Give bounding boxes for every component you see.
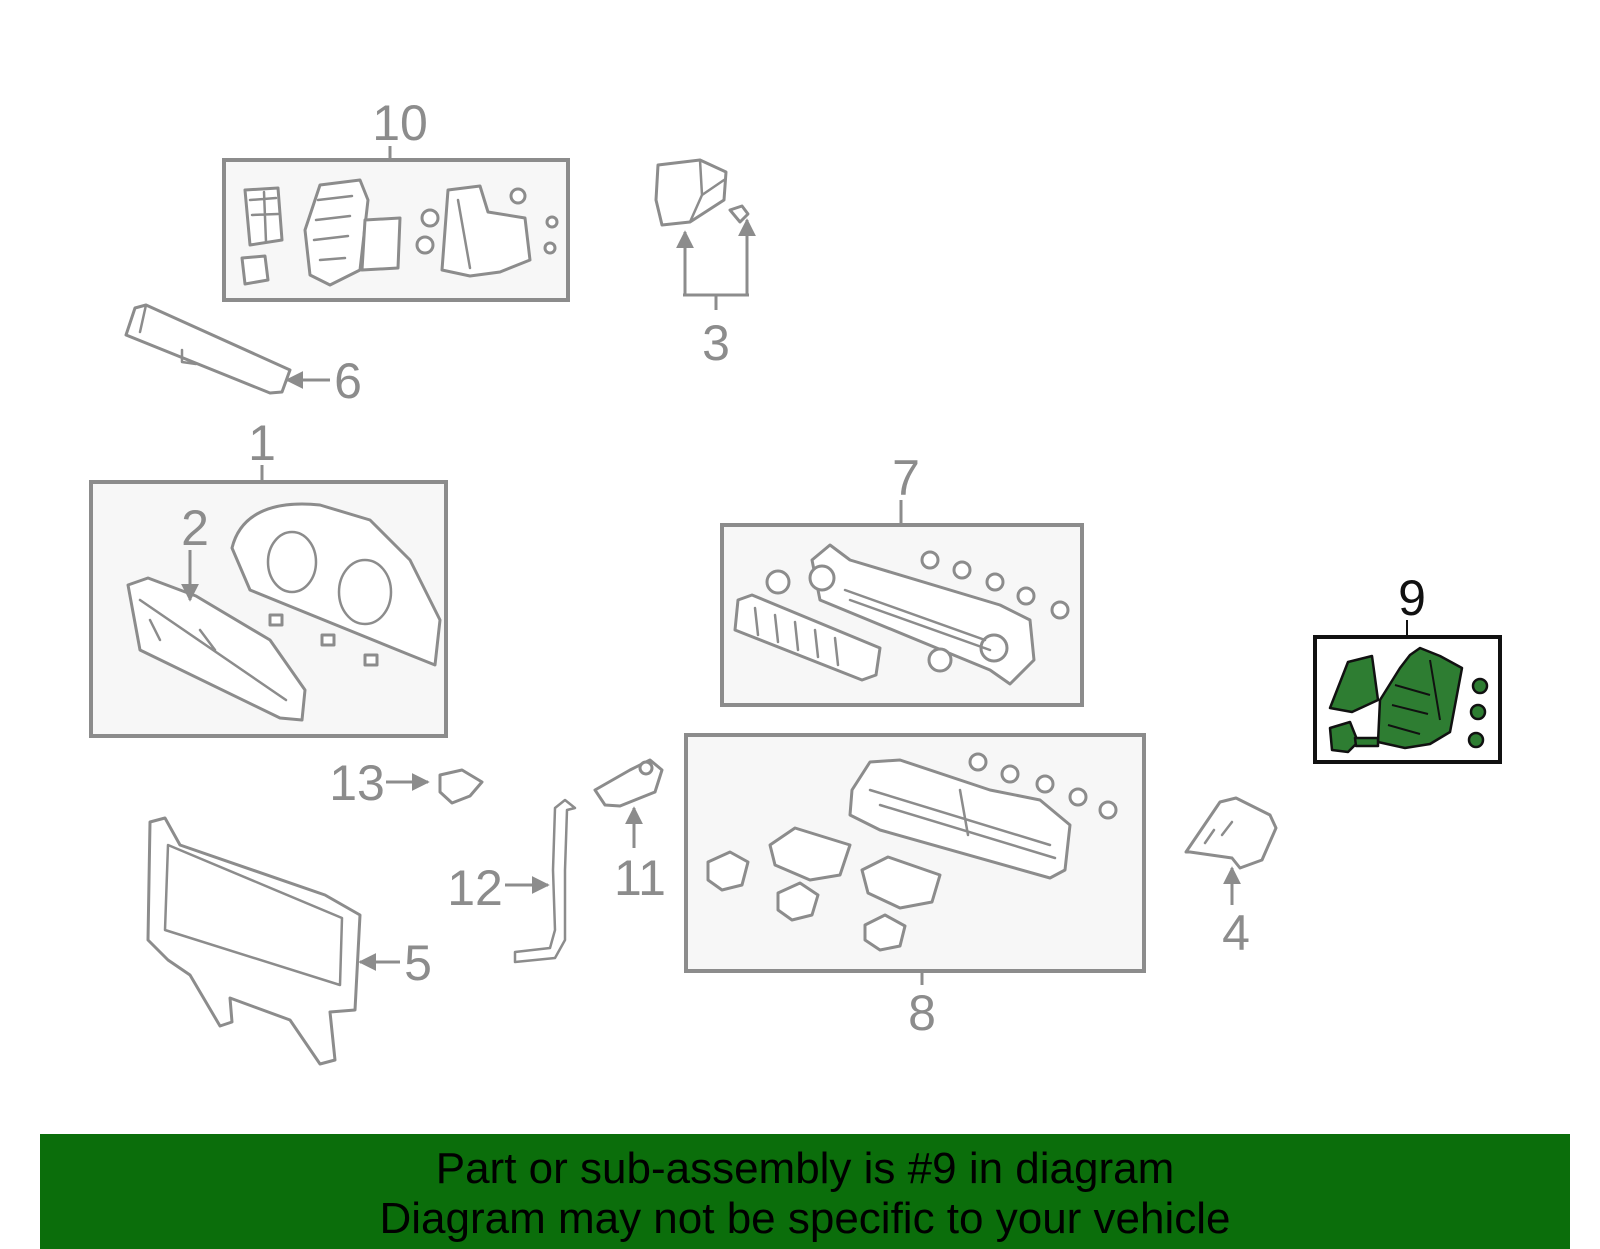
part-group-7[interactable]: 7 [720,450,1084,707]
meter-bezel-drawing [146,816,362,1066]
part-group-6[interactable]: 6 [124,303,362,409]
instrument-cluster-drawing [126,502,442,722]
callout-9: 9 [1398,570,1426,626]
part-group-9[interactable]: 9 [1313,570,1502,764]
callout-7: 7 [892,450,920,506]
part-group-11[interactable]: 11 [593,758,666,906]
part-group-1[interactable]: 1 [89,415,448,738]
small-switch-drawing [654,158,750,227]
switch-assembly-drawing [240,178,559,287]
small-clip-drawing [438,768,484,805]
callout-11: 11 [614,850,666,906]
banner-line-part-number: Part or sub-assembly is #9 in diagram [435,1144,1175,1193]
aspirator-hose-drawing [513,798,577,964]
callout-5: 5 [404,935,432,991]
callout-13: 13 [329,755,385,811]
part-group-4[interactable]: 4 [1184,796,1278,961]
banner-line-disclaimer: Diagram may not be specific to your vehi… [379,1194,1231,1243]
climate-panel-drawing [733,543,1070,686]
callout-6: 6 [334,353,362,409]
part-group-5[interactable]: 5 [146,816,432,1066]
callout-8: 8 [908,985,936,1041]
part-group-8[interactable]: 8 [684,733,1146,1041]
switch-cover-drawing [1184,796,1278,870]
part-group-10[interactable]: 10 [222,95,570,302]
callout-2: 2 [181,500,209,556]
callout-3: 3 [702,315,730,371]
callout-12: 12 [447,860,503,916]
callout-4: 4 [1222,905,1250,961]
callout-10: 10 [372,95,428,151]
heater-control-assembly-drawing [1328,646,1489,754]
callout-1: 1 [248,415,276,471]
part-group-13[interactable]: 13 [329,755,484,811]
part-group-3[interactable]: 3 [654,158,756,371]
part-info-banner: Part or sub-assembly is #9 in diagram Di… [40,1134,1570,1249]
part-group-2[interactable]: 2 [181,500,209,602]
part-group-12[interactable]: 12 [447,798,577,964]
heater-control-drawing [706,752,1118,952]
trim-strip-drawing [124,303,292,395]
